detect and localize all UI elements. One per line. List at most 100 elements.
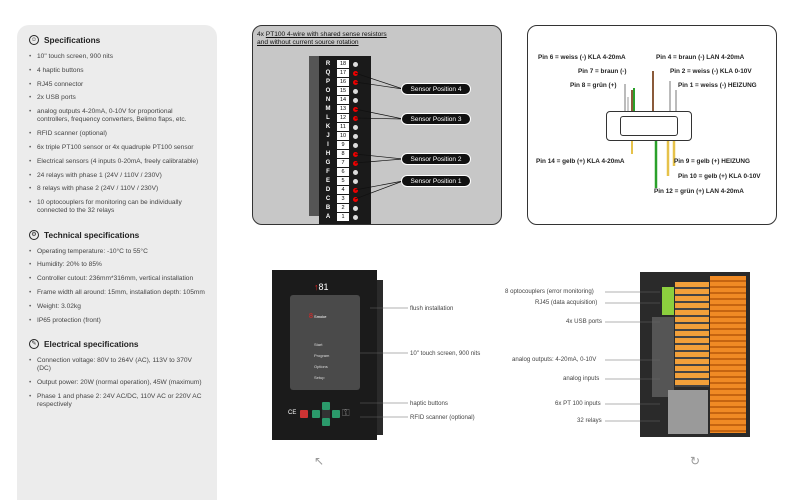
- terminal-dot: [353, 214, 358, 220]
- screen-menu-item: Program: [314, 353, 330, 358]
- pt100-board: [668, 390, 708, 434]
- spec-item: 8 relays with phase 2 (24V / 110V / 230V…: [29, 185, 205, 193]
- device-brand: 8 Smoke: [309, 313, 327, 320]
- touch-screen-label: 10" touch screen, 900 nits: [410, 350, 481, 357]
- analog-terminals: [675, 282, 709, 387]
- flush-installation-label: flush installation: [410, 305, 454, 312]
- dsub-connector-face: [620, 116, 678, 136]
- terminal-letter: H: [325, 151, 331, 157]
- terminal-row: O 15: [325, 87, 371, 96]
- terminal-number: 12: [337, 114, 349, 122]
- spec-item: Electrical sensors (4 inputs 0-20mA, fre…: [29, 158, 205, 166]
- terminal-number: 11: [337, 123, 349, 131]
- pin-label: Pin 8 = grün (+): [570, 82, 617, 89]
- usb-ports: [652, 317, 674, 397]
- terminal-letter: P: [325, 79, 330, 85]
- spec-item: analog outputs 4-20mA, 0-10V for proport…: [29, 108, 205, 124]
- terminal-letter: K: [325, 124, 331, 130]
- terminal-letter: Q: [325, 70, 331, 76]
- terminal-letter: B: [325, 205, 331, 211]
- analog-inputs-label: analog inputs: [563, 375, 600, 382]
- screen-menu-item: Setup: [314, 375, 325, 380]
- terminal-number: 4: [337, 186, 349, 194]
- device-back-photo: [640, 272, 750, 437]
- spec-item: 10" touch screen, 900 nits: [29, 53, 205, 61]
- terminal-number: 16: [337, 78, 349, 86]
- terminal-number: 1: [337, 213, 349, 221]
- device2-leader-lines: [605, 291, 660, 422]
- sensor-wire: [354, 158, 404, 164]
- terminal-number: 14: [337, 96, 349, 104]
- pt100-inputs-label: 6x PT 100 inputs: [555, 400, 601, 407]
- terminal-number: 18: [337, 60, 349, 68]
- button-center: [322, 410, 330, 418]
- relay-terminals: [710, 276, 746, 433]
- pt100-wiring-panel: 4x PT100 4-wire with shared sense resist…: [252, 25, 502, 225]
- terminal-dot: [353, 61, 358, 67]
- spec-item: Humidity: 20% to 85%: [29, 261, 205, 269]
- spec-item: Operating temperature: -10°C to 55°C: [29, 248, 205, 256]
- device-logo: ↑81: [314, 282, 329, 292]
- spec-item: Phase 1 and phase 2: 24V AC/DC, 110V AC …: [29, 393, 205, 409]
- spec-item: RJ45 connector: [29, 81, 205, 89]
- terminal-number: 3: [337, 195, 349, 203]
- spec-panel: ☺ Specifications 10" touch screen, 900 n…: [17, 25, 217, 500]
- electrical-list: Connection voltage: 80V to 264V (AC), 11…: [29, 357, 205, 409]
- spec-item: Controller cutout: 236mm*316mm, vertical…: [29, 275, 205, 283]
- spec-item: 24 relays with phase 1 (24V / 110V / 230…: [29, 172, 205, 180]
- spec-item: Frame width all around: 15mm, installati…: [29, 289, 205, 297]
- terminal-number: 5: [337, 177, 349, 185]
- specifications-heading: ☺ Specifications: [29, 35, 101, 45]
- terminal-letter: I: [327, 142, 329, 148]
- technical-heading: ⚙ Technical specifications: [29, 229, 205, 240]
- spec-item: Weight: 3.02kg: [29, 303, 205, 311]
- haptic-buttons-label: haptic buttons: [410, 400, 448, 407]
- sensor-wire: [354, 180, 404, 200]
- pin-label: Pin 9 = gelb (+) HEIZUNG: [674, 158, 750, 165]
- terminal-number: 13: [337, 105, 349, 113]
- terminal-dot: [353, 142, 358, 148]
- terminal-letter: F: [326, 169, 330, 175]
- terminal-number: 8: [337, 150, 349, 158]
- terminal-dot: [353, 169, 358, 175]
- terminal-letter: N: [325, 97, 331, 103]
- terminal-number: 2: [337, 204, 349, 212]
- spec-item: Output power: 20W (normal operation), 45…: [29, 379, 205, 387]
- terminal-number: 15: [337, 87, 349, 95]
- button-down: [322, 418, 330, 426]
- spec-item: 2x USB ports: [29, 94, 205, 102]
- screen-menu-item: Options: [314, 364, 328, 369]
- terminal-number: 10: [337, 132, 349, 140]
- terminal-letter: O: [325, 88, 331, 94]
- sensor-wire: [354, 108, 404, 120]
- terminal-dot: [353, 124, 358, 130]
- terminal-dot: [353, 133, 358, 139]
- sensor-position-2-label: Sensor Position 2: [401, 153, 471, 165]
- pt100-title: 4x PT100 4-wire with shared sense resist…: [257, 31, 387, 46]
- pin-label: Pin 12 = grün (+) LAN 4-20mA: [654, 188, 744, 195]
- device1-leader-lines: [360, 307, 408, 418]
- smiley-icon: ☺: [29, 35, 39, 45]
- terminal-letter: C: [325, 196, 331, 202]
- rotate-icon: ↖: [314, 454, 325, 468]
- sensor-wires: [354, 72, 404, 200]
- ce-mark: CE: [288, 410, 297, 416]
- spec-item: 10 optocouplers for monitoring can be in…: [29, 199, 205, 215]
- sensor-wire: [354, 153, 404, 160]
- touch-screen: [290, 295, 360, 390]
- pin-label: Pin 7 = braun (-): [578, 68, 627, 75]
- terminal-dot: [353, 97, 358, 103]
- optocouplers-label: 8 optocouplers (error monitoring): [505, 288, 594, 295]
- specifications-list: 10" touch screen, 900 nits4 haptic butto…: [29, 53, 205, 216]
- sensor-wire: [354, 180, 404, 191]
- haptic-buttons: [312, 402, 340, 426]
- sensor-position-4-label: Sensor Position 4: [401, 83, 471, 95]
- device-front-photo: ↑81 8 Smoke Start Program Options Setup …: [272, 270, 377, 440]
- spec-item: Connection voltage: 80V to 264V (AC), 11…: [29, 357, 205, 373]
- spec-item: RFID scanner (optional): [29, 130, 205, 138]
- terminal-letter: A: [325, 214, 331, 220]
- sensor-wire: [354, 117, 404, 120]
